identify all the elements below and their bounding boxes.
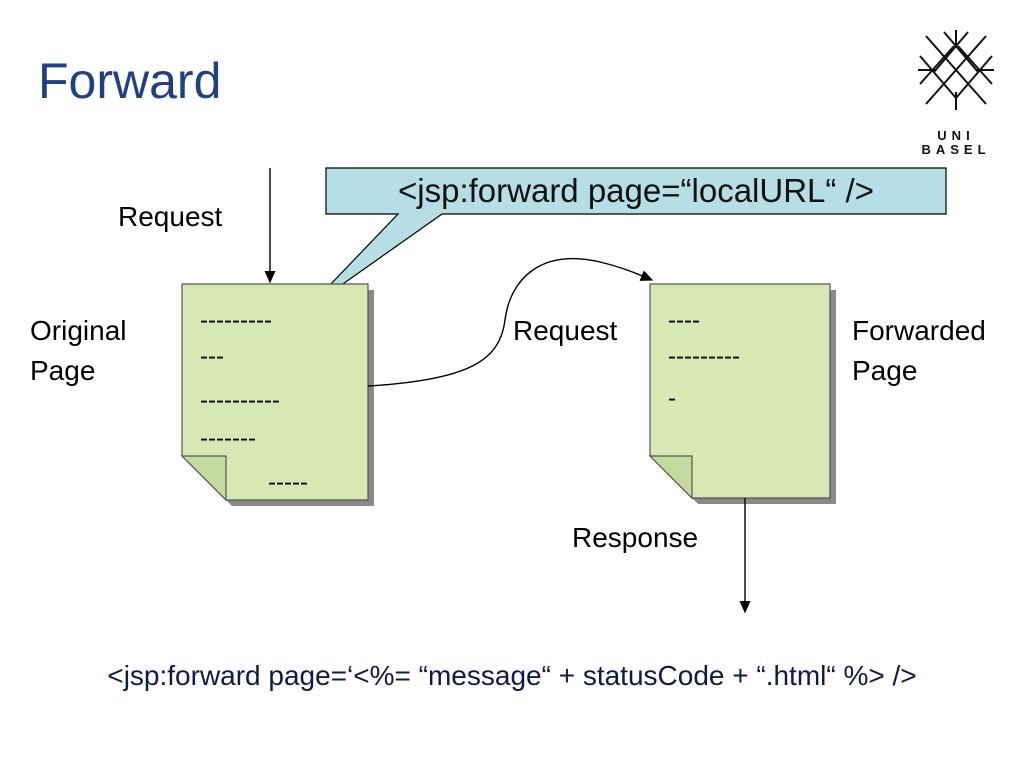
forwarded-page-label-line2: Page	[852, 355, 918, 386]
incoming-request-label: Request	[118, 201, 223, 232]
forward-request-arrow	[367, 257, 654, 387]
callout-bubble	[305, 167, 947, 311]
slide-title: Forward	[38, 53, 222, 109]
original-doc-line: -------	[200, 425, 256, 452]
original-doc-line: ---------	[200, 307, 272, 334]
logo-mark-icon	[918, 30, 994, 110]
original-doc-line: -----	[268, 469, 308, 496]
uni-basel-logo: UNI BASEL	[916, 28, 996, 157]
footer-code-example: <jsp:forward page=‘<%= “message“ + statu…	[107, 660, 917, 691]
forwarded-doc-line: ----	[668, 307, 700, 334]
forwarded-doc-line: -	[668, 385, 676, 412]
original-page-document	[180, 283, 374, 506]
logo-text-basel: BASEL	[921, 142, 991, 157]
response-label: Response	[572, 522, 699, 553]
forward-request-label: Request	[513, 315, 618, 346]
forwarded-doc-line: ---------	[668, 343, 740, 370]
logo-text-uni: UNI	[937, 128, 975, 143]
original-page-label-line2: Page	[30, 355, 96, 386]
original-doc-line: ----------	[200, 387, 280, 414]
forwarded-page-document	[648, 283, 836, 504]
callout-text: <jsp:forward page=“localURL“ />	[398, 172, 874, 209]
original-doc-line: ---	[200, 343, 224, 370]
forwarded-page-label-line1: Forwarded	[852, 315, 986, 346]
original-page-label-line1: Original	[30, 315, 127, 346]
